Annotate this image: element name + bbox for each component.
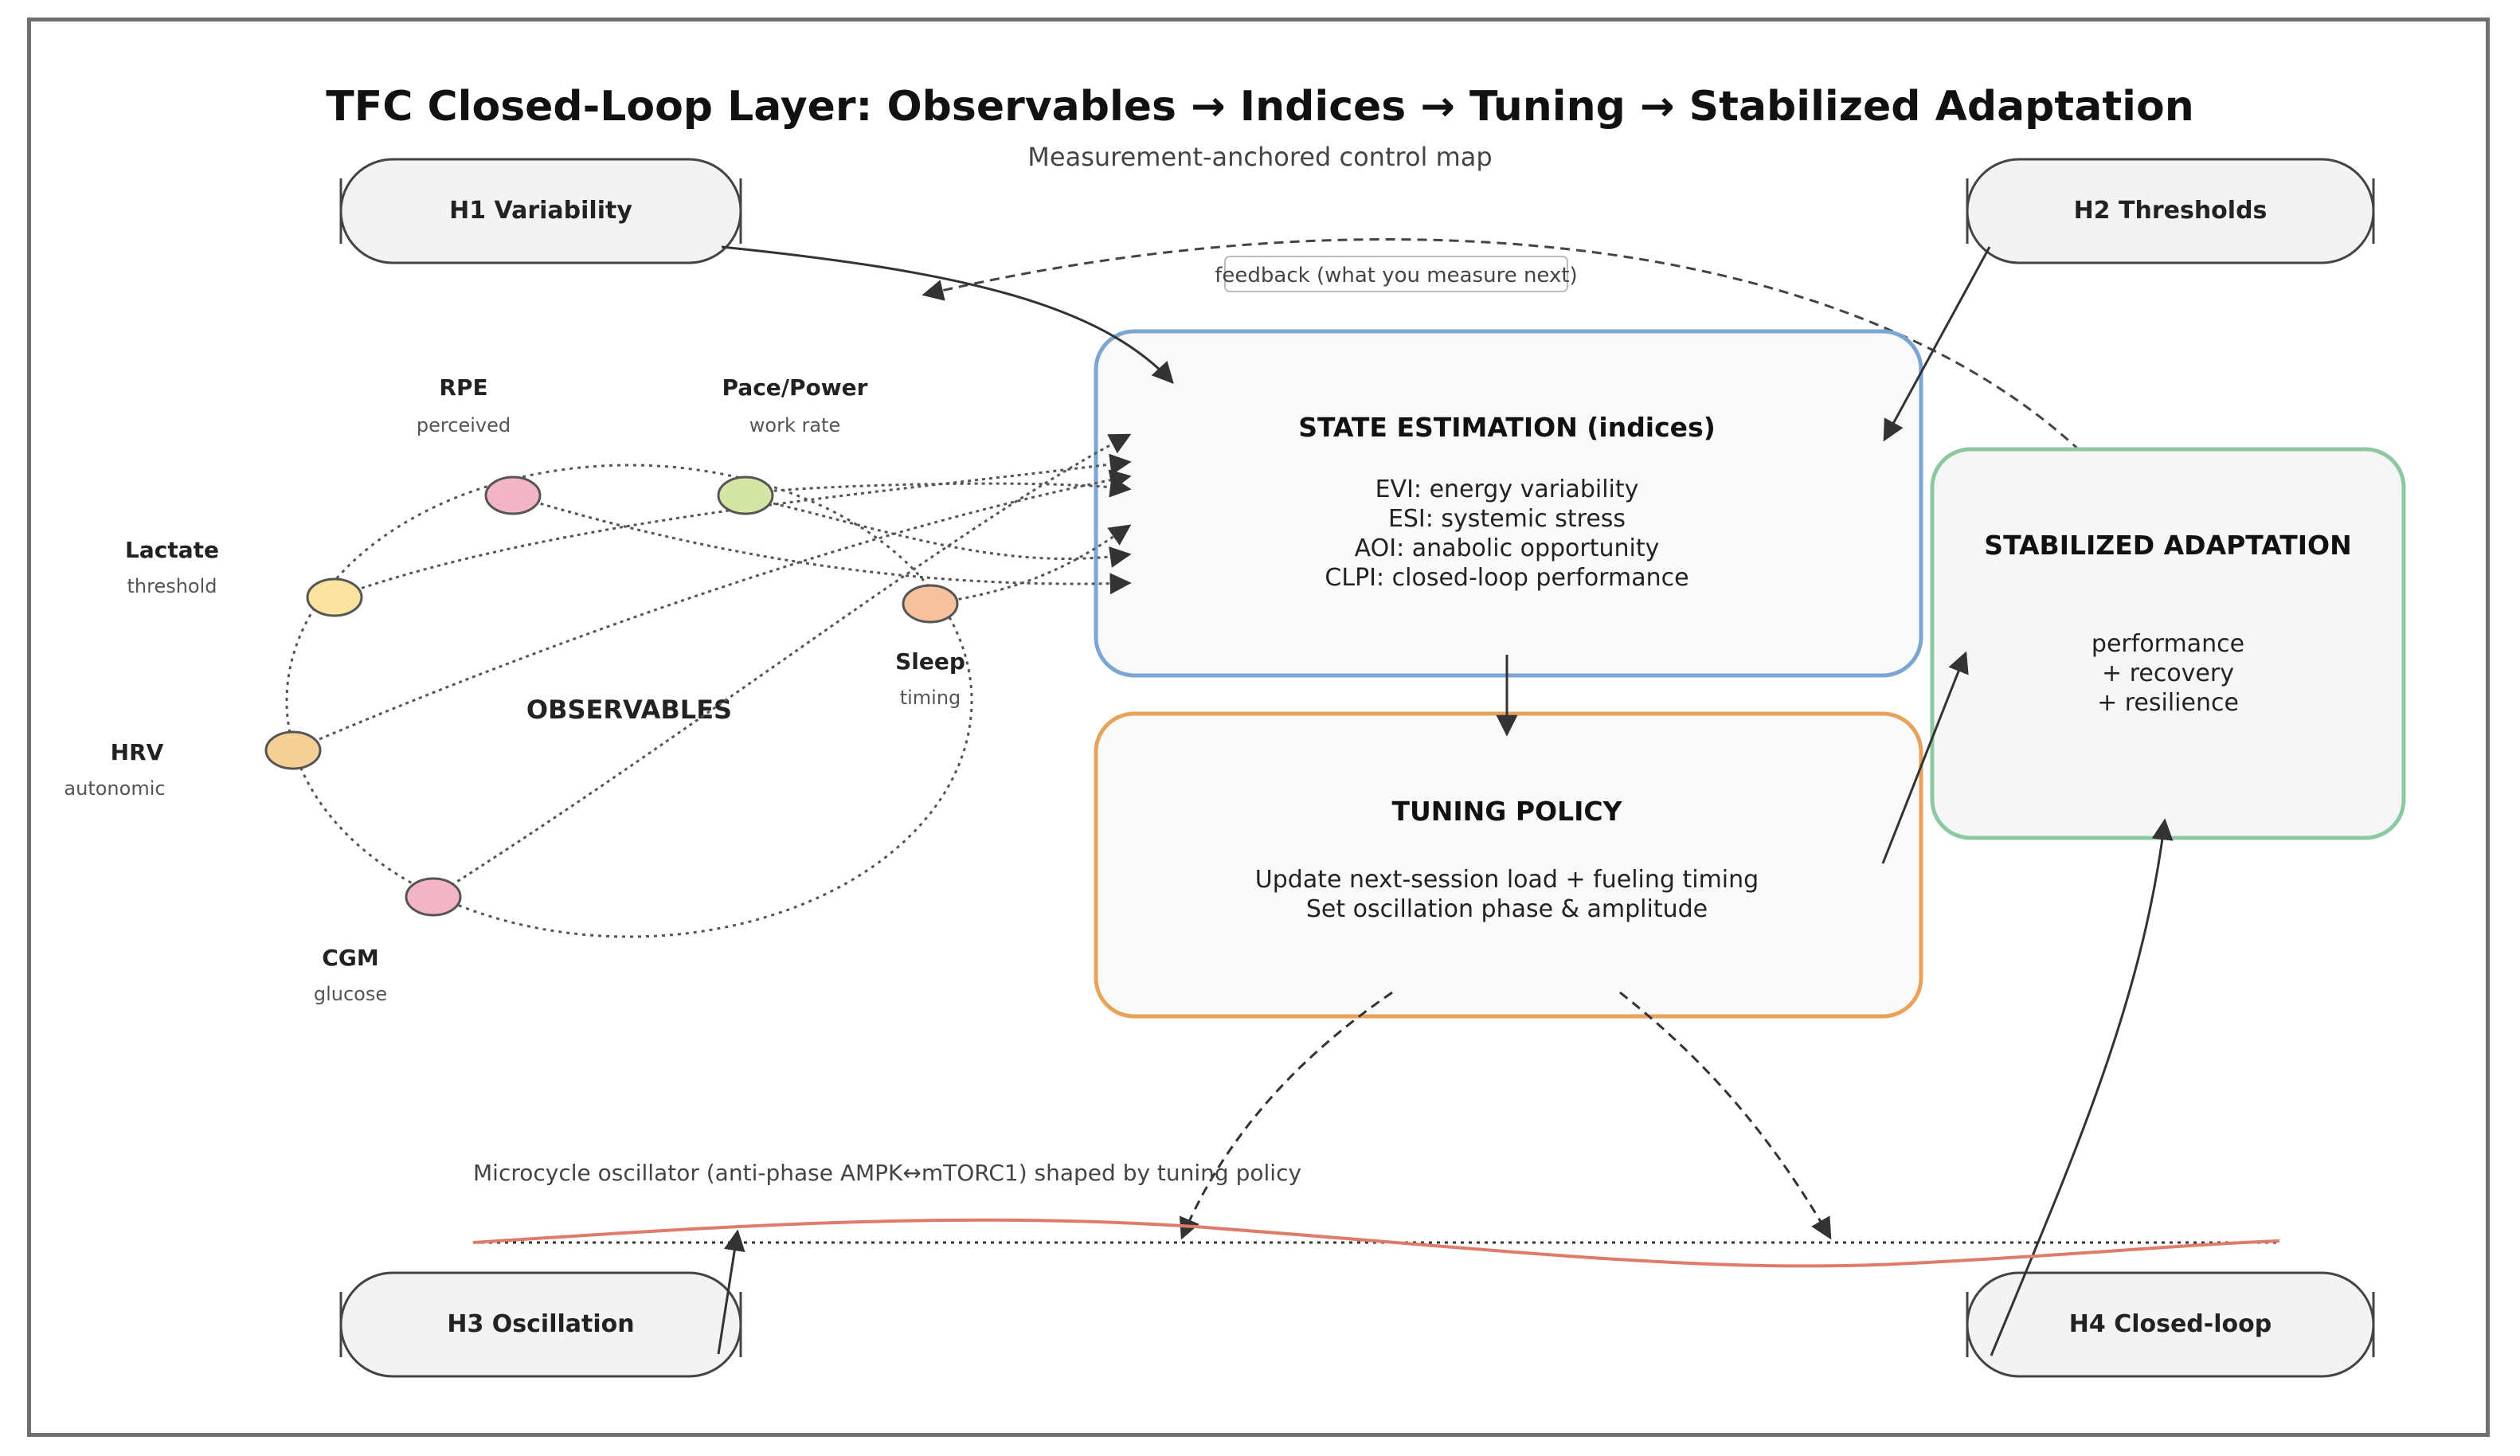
tuning-policy-box: TUNING POLICY Update next-session load +… (1094, 711, 1923, 1019)
h4-pill: H4 Closed-loop (1966, 1271, 2375, 1378)
sleep-name: Sleep (895, 648, 965, 675)
index-clpi: CLPI: closed-loop performance (1325, 564, 1688, 592)
h2-pill: H2 Thresholds (1966, 158, 2375, 264)
lactate-name: Lactate (125, 537, 219, 563)
observables-loop (285, 464, 973, 938)
h3-pill: H3 Oscillation (339, 1271, 742, 1378)
h4-to-adaptation-arrow (1990, 818, 2174, 1356)
h2-label: H2 Thresholds (2074, 197, 2268, 225)
pace-connector-2 (745, 476, 1132, 498)
stabilized-adaptation-box: STABILIZED ADAPTATION performance + reco… (1930, 447, 2406, 840)
tuning-to-oscillator-arrow-right (1619, 991, 1832, 1240)
hrv-name: HRV (111, 739, 164, 765)
stabilized-line-2: + recovery (2102, 660, 2234, 687)
oscillator-label: Microcycle oscillator (anti-phase AMPK↔m… (473, 1160, 1301, 1186)
observable-node-sleep: Sleep timing (895, 584, 965, 709)
h3-label: H3 Oscillation (447, 1310, 634, 1338)
h3-to-oscillator-arrow (717, 1229, 745, 1355)
stabilized-adaptation-title: STABILIZED ADAPTATION (1984, 530, 2351, 561)
state-estimation-box: STATE ESTIMATION (indices) EVI: energy v… (1094, 329, 1923, 678)
index-evi: EVI: energy variability (1375, 476, 1639, 503)
lactate-sub: threshold (127, 575, 217, 597)
h4-label: H4 Closed-loop (2069, 1310, 2272, 1338)
lactate-dot (306, 577, 363, 617)
h1-to-state-arrow (721, 245, 1174, 384)
tuning-policy-title: TUNING POLICY (1391, 796, 1622, 827)
rpe-connector (512, 494, 1132, 595)
diagram-subtitle: Measurement-anchored control map (1027, 142, 1493, 172)
feedback-arrow (922, 238, 2104, 475)
stabilized-line-1: performance (2092, 630, 2244, 658)
pace-name: Pace/Power (722, 374, 868, 401)
pace-connector-1 (745, 495, 1132, 568)
hrv-sub: autonomic (64, 777, 165, 800)
tuning-to-adaptation-arrow (1881, 651, 1969, 864)
observable-node-pace: Pace/Power work rate (717, 374, 868, 515)
hrv-connector (292, 469, 1132, 752)
observables-label: OBSERVABLES (526, 695, 732, 725)
feedback-label: feedback (what you measure next) (1215, 264, 1577, 288)
feedback-label-box (1224, 256, 1568, 292)
stabilized-line-3: + resilience (2097, 689, 2239, 717)
observables-group: OBSERVABLES RPE perceived Pace/Power wor… (64, 374, 1132, 1005)
index-aoi: AOI: anabolic opportunity (1355, 534, 1660, 562)
pace-sub: work rate (749, 414, 840, 436)
pace-dot (717, 476, 774, 515)
oscillator-wave (472, 1218, 2280, 1268)
rpe-dot (484, 476, 542, 515)
cgm-dot (405, 877, 462, 917)
rpe-sub: perceived (417, 414, 511, 436)
sleep-sub: timing (900, 687, 961, 709)
diagram-title: TFC Closed-Loop Layer: Observables → Ind… (326, 83, 2194, 131)
sleep-dot (902, 584, 959, 624)
observable-node-hrv: HRV autonomic (64, 730, 322, 800)
index-esi: ESI: systemic stress (1388, 505, 1626, 533)
tuning-policy-line-2: Set oscillation phase & amplitude (1306, 895, 1708, 923)
h2-to-state-arrow (1883, 246, 1991, 442)
cgm-sub: glucose (314, 983, 387, 1005)
observable-node-lactate: Lactate threshold (125, 537, 363, 617)
observable-node-cgm: CGM glucose (314, 877, 462, 1005)
h1-pill: H1 Variability (339, 158, 742, 264)
cgm-name: CGM (322, 945, 378, 971)
h1-label: H1 Variability (449, 197, 632, 225)
rpe-name: RPE (439, 374, 487, 401)
observable-node-rpe: RPE perceived (417, 374, 542, 515)
cgm-connector (432, 433, 1132, 898)
tuning-policy-line-1: Update next-session load + fueling timin… (1255, 866, 1759, 894)
sleep-connector (929, 524, 1132, 605)
hrv-dot (264, 730, 322, 770)
tuning-to-oscillator-arrow-left (1179, 991, 1393, 1240)
lactate-connector (334, 453, 1132, 599)
state-estimation-title: STATE ESTIMATION (indices) (1298, 412, 1716, 443)
